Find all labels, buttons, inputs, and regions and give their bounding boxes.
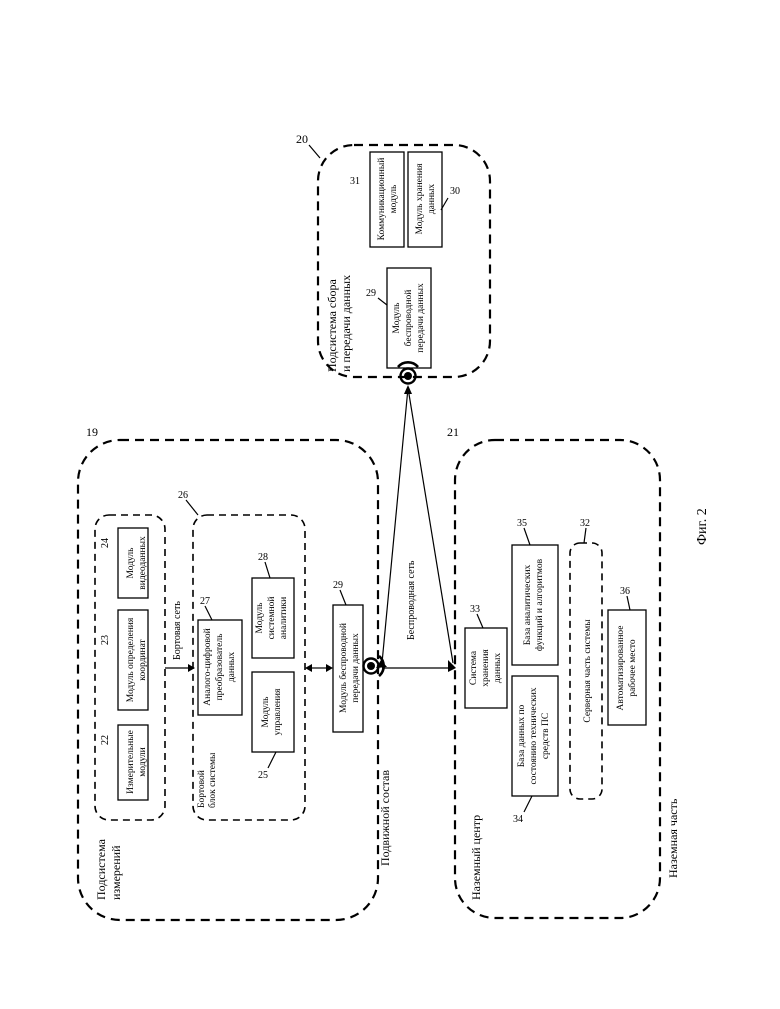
measurement-subsystem-label-1: Подсистема xyxy=(94,838,108,900)
measurement-subsystem-label-2: измерений xyxy=(109,845,123,900)
module-23-coordinates: Модуль определения координат 23 xyxy=(100,610,148,710)
module-22-measurement: Измерительные модули 22 xyxy=(100,725,148,800)
module-34-line3: средств ПС xyxy=(541,713,551,759)
onboard-unit-label-1: Бортовой xyxy=(196,770,207,808)
module-28-line2: системной xyxy=(266,597,277,640)
module-29b-line2: беспроводной xyxy=(403,290,414,347)
module-31-number: 31 xyxy=(350,176,360,187)
collection-subsystem-group: 20 Подсистема сбора и передачи данных Мо… xyxy=(296,132,490,377)
module-29a-line2: передачи данных xyxy=(351,633,361,703)
module-27-adc: Аналого-цифровой преобразователь данных … xyxy=(198,596,242,715)
module-35-number: 35 xyxy=(517,518,527,529)
module-31-line1: Коммуникационный xyxy=(376,158,387,241)
ground-center-label: Наземный центр xyxy=(469,815,483,900)
module-25-number: 25 xyxy=(258,770,268,781)
server-part-label: Серверная часть системы xyxy=(583,619,593,723)
module-36-workstation: Автоматизированное рабочее место 36 xyxy=(608,586,646,725)
module-22-number: 22 xyxy=(100,735,111,745)
module-33-line2: хранения xyxy=(481,649,491,687)
module-24-line1: Модуль xyxy=(126,547,136,579)
module-27-line2: преобразователь xyxy=(214,633,225,700)
module-30-number: 30 xyxy=(450,186,460,197)
measurement-modules-group: Измерительные модули 22 Модуль определен… xyxy=(95,515,165,820)
module-31-line2: модуль xyxy=(389,184,399,213)
module-35-line2: функций и алгоритмов xyxy=(534,558,545,651)
collection-subsystem-number: 20 xyxy=(296,132,308,146)
server-part-group: Серверная часть системы 32 xyxy=(570,518,602,799)
module-27-line1: Аналого-цифровой xyxy=(202,628,213,705)
module-34-line1: База данных по xyxy=(517,704,527,767)
wireless-network-connection: Беспроводная сеть xyxy=(376,385,456,672)
module-33-line3: данных xyxy=(493,653,503,684)
rolling-stock-label: Подвижной состав xyxy=(378,770,392,866)
wireless-network-label: Беспроводная сеть xyxy=(406,560,417,640)
rolling-stock-number: 19 xyxy=(86,425,98,439)
module-29-wireless-collection: Модуль беспроводной передачи данных 29 xyxy=(366,268,431,368)
module-30-storage: Модуль хранения данных 30 xyxy=(408,152,460,247)
module-34-line2: состоянию технических xyxy=(529,687,539,784)
module-24-number: 24 xyxy=(100,538,111,548)
module-30-line2: данных xyxy=(427,184,437,215)
onboard-network-connection: Бортовая сеть xyxy=(165,601,195,672)
ground-part-label: Наземная часть xyxy=(666,798,680,878)
module-28-line3: аналитики xyxy=(279,597,289,639)
module-35-analytics-database: База аналитических функций и алгоритмов … xyxy=(512,518,558,665)
collection-subsystem-label-1: Подсистема сбора xyxy=(325,279,339,372)
module-29b-number: 29 xyxy=(366,288,376,299)
onboard-unit-label-2: блок системы xyxy=(207,752,218,808)
module-29-wireless-onboard: Модуль беспроводной передачи данных 29 xyxy=(333,580,363,732)
module-33-number: 33 xyxy=(470,604,480,615)
server-part-number: 32 xyxy=(580,518,590,529)
module-27-number: 27 xyxy=(200,596,210,607)
module-34-state-database: База данных по состоянию технических сре… xyxy=(512,676,558,825)
collection-subsystem-label-2: и передачи данных xyxy=(339,275,353,372)
module-27-line3: данных xyxy=(227,652,237,683)
module-25-line2: управления xyxy=(273,688,283,735)
module-34-number: 34 xyxy=(513,814,523,825)
module-22-line1: Измерительные xyxy=(126,730,136,794)
module-28-analytics: Модуль системной аналитики 28 xyxy=(252,552,294,658)
module-30-line1: Модуль хранения xyxy=(415,163,425,234)
onboard-unit-group: 26 Бортовой блок системы Аналого-цифрово… xyxy=(178,490,305,820)
module-35-line1: База аналитических xyxy=(523,564,533,645)
module-25-line1: Модуль xyxy=(261,696,271,728)
onboard-network-label: Бортовая сеть xyxy=(172,601,183,660)
module-22-line2: модули xyxy=(138,747,148,776)
figure-caption: Фиг. 2 xyxy=(695,508,710,545)
ground-center-group: 21 Наземный центр Наземная часть Система… xyxy=(447,425,680,918)
module-31-communication: Коммуникационный модуль 31 xyxy=(350,152,404,247)
module-23-line1: Модуль определения xyxy=(126,617,136,702)
onboard-unit-number: 26 xyxy=(178,490,188,501)
module-24-line2: видеоданных xyxy=(138,536,148,590)
module-28-line1: Модуль xyxy=(255,602,265,634)
ground-center-number: 21 xyxy=(447,425,459,439)
module-36-line2: рабочее место xyxy=(627,639,638,697)
module-28-number: 28 xyxy=(258,552,268,563)
module-29a-number: 29 xyxy=(333,580,343,591)
module-23-number: 23 xyxy=(100,635,111,645)
module-36-line1: Автоматизированное xyxy=(616,625,626,710)
module-33-storage-system: Система хранения данных 33 xyxy=(465,604,507,708)
module-24-video: Модуль видеоданных 24 xyxy=(100,528,148,598)
module-29a-line1: Модуль беспроводной xyxy=(338,623,349,713)
onboard-to-wireless-link xyxy=(305,664,333,672)
module-33-line1: Система xyxy=(469,650,479,685)
module-29b-line1: Модуль xyxy=(392,302,402,334)
module-23-line2: координат xyxy=(138,638,148,680)
module-36-number: 36 xyxy=(620,586,630,597)
module-25-control: Модуль управления 25 xyxy=(252,672,294,781)
module-29b-line3: передачи данных xyxy=(416,283,426,353)
